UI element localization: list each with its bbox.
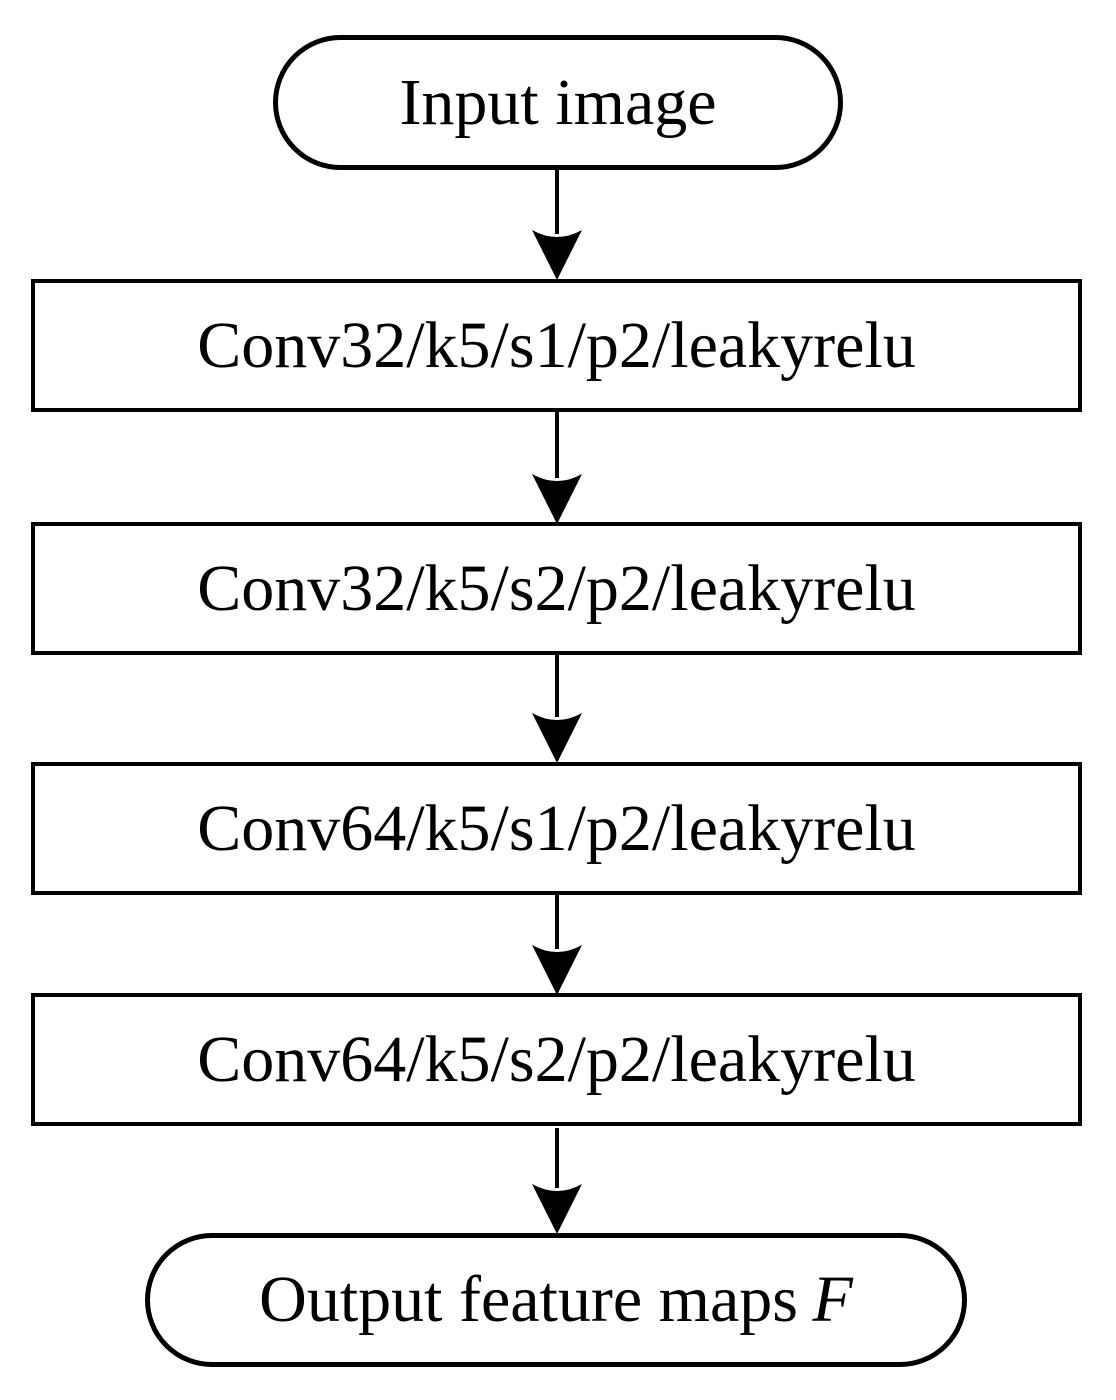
node-conv1-label: Conv32/k5/s1/p2/leakyrelu <box>197 308 916 382</box>
arrow-down-icon <box>532 1128 582 1234</box>
node-conv4-label: Conv64/k5/s2/p2/leakyrelu <box>197 1022 916 1096</box>
arrow-down-icon <box>532 170 582 280</box>
node-conv3: Conv64/k5/s1/p2/leakyrelu <box>31 762 1082 895</box>
arrow-down-icon <box>532 895 582 995</box>
node-conv2: Conv32/k5/s2/p2/leakyrelu <box>31 522 1082 655</box>
node-conv1: Conv32/k5/s1/p2/leakyrelu <box>31 279 1082 412</box>
arrow-down-icon <box>532 412 582 524</box>
node-input-image: Input image <box>273 35 843 170</box>
arrow-down-icon <box>532 655 582 763</box>
node-input-image-label: Input image <box>399 65 717 139</box>
node-conv2-label: Conv32/k5/s2/p2/leakyrelu <box>197 551 916 625</box>
node-conv4: Conv64/k5/s2/p2/leakyrelu <box>31 993 1082 1126</box>
node-output-variable: F <box>812 1263 853 1336</box>
node-output-label: Output feature maps <box>259 1263 798 1336</box>
node-conv3-label: Conv64/k5/s1/p2/leakyrelu <box>197 791 916 865</box>
